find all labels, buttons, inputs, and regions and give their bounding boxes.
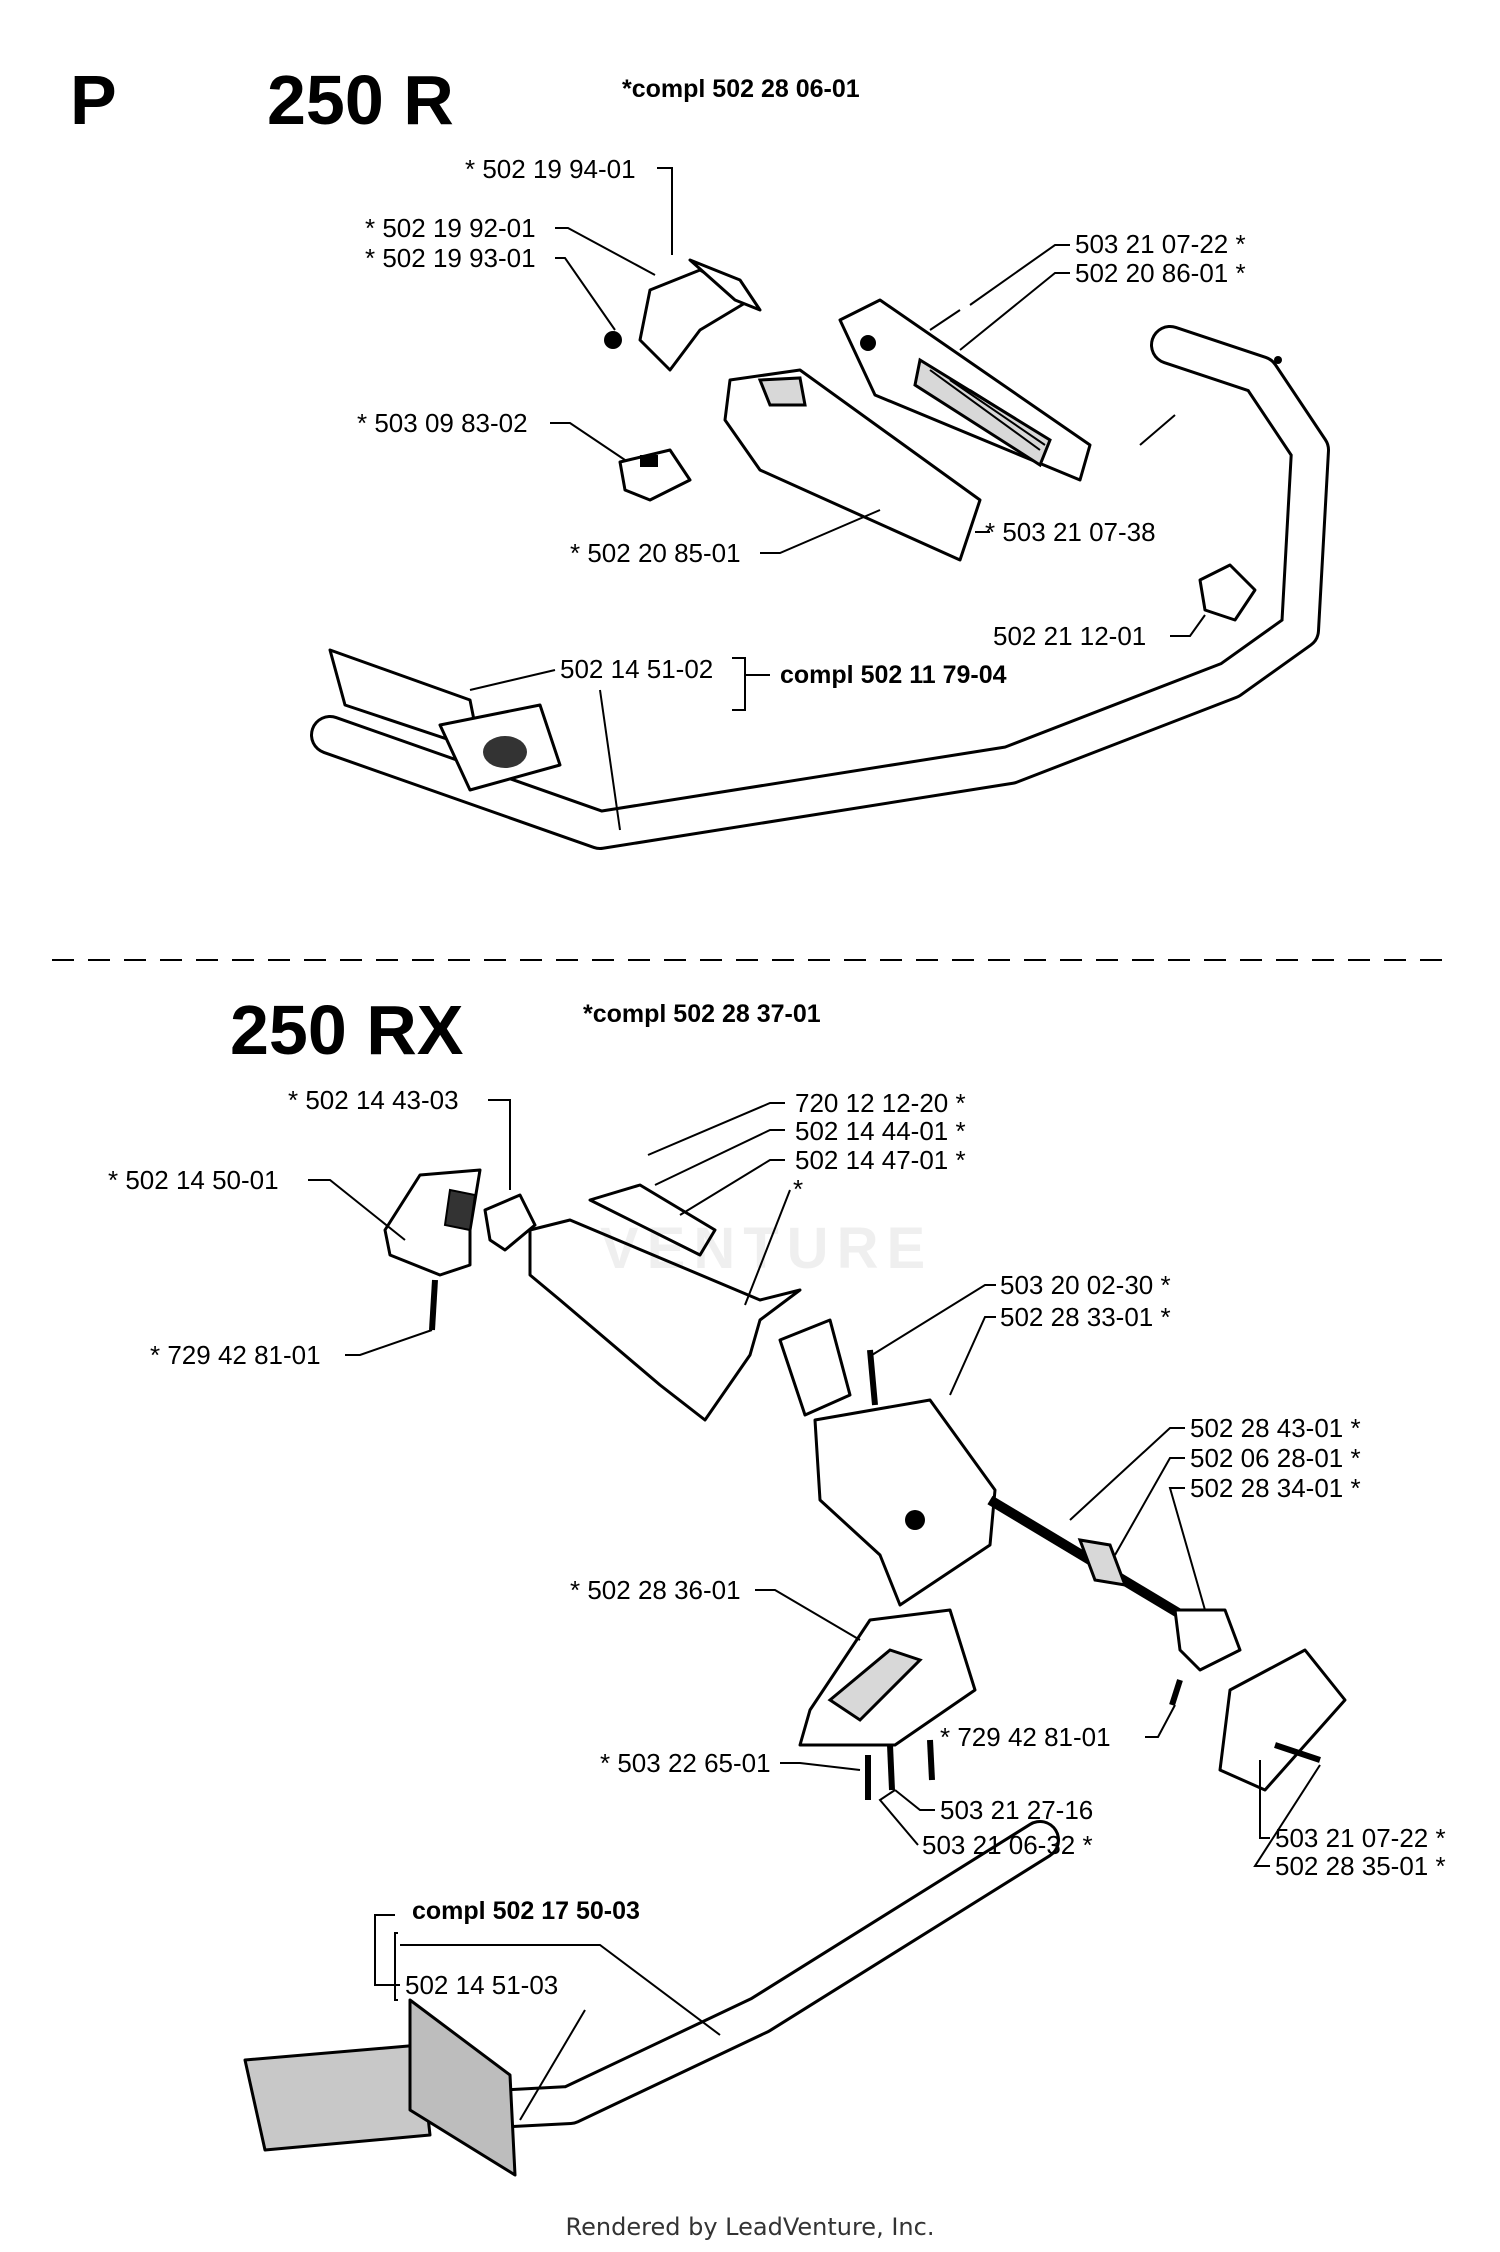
section-title-250r: 250 R (267, 61, 454, 139)
watermark-text: VENTURE (600, 1216, 934, 1281)
screws-250rx (429, 1279, 1321, 1800)
part-label: 503 21 27-16 (940, 1795, 1094, 1825)
cover-502-28-35-01 (1218, 1648, 1347, 1792)
part-label: * 502 19 93-01 (365, 243, 536, 273)
part-label: * 503 22 65-01 (600, 1748, 771, 1778)
handle-bar-502-14-51-03 (243, 1820, 1060, 2177)
throttle-housing-502-28-36-01 (798, 1608, 977, 1747)
handle-grip-502-14-51-02 (328, 648, 562, 792)
part-label: 720 12 12-20 * (795, 1088, 966, 1118)
throttle-handle-lower-502-20-85-01 (723, 368, 982, 562)
cable-clip-502-21-12-01 (1198, 563, 1257, 622)
ratchet-502-14-43-03 (483, 1193, 537, 1252)
part-label: 502 06 28-01 * (1190, 1443, 1361, 1473)
part-label: * 502 14 43-03 (288, 1085, 459, 1115)
part-label: 502 28 34-01 * (1190, 1473, 1361, 1503)
part-label: 503 21 07-22 * (1275, 1823, 1446, 1853)
front-handle-bracket-502-14-50-01 (383, 1168, 482, 1277)
part-label: 502 28 35-01 * (1275, 1851, 1446, 1881)
section-title-250rx: 250 RX (230, 991, 464, 1069)
leader-lines-250rx (308, 1099, 1321, 2121)
part-label: 503 21 06-32 * (922, 1830, 1093, 1860)
footer-credit: Rendered by LeadVenture, Inc. (565, 2213, 935, 2241)
throttle-trigger-parts (604, 258, 762, 372)
part-label: 502 14 47-01 * (795, 1145, 966, 1175)
part-label: * 503 09 83-02 (357, 408, 528, 438)
part-label: 502 14 51-03 (405, 1970, 559, 2000)
stop-switch-503-09-83-02 (618, 448, 692, 502)
kit-number-250r: *compl 502 28 06-01 (622, 75, 860, 103)
throttle-cable-assembly (987, 1495, 1242, 1672)
part-label: * (793, 1174, 804, 1204)
part-label: 502 28 43-01 * (1190, 1413, 1361, 1443)
part-label: * 502 20 85-01 (570, 538, 741, 568)
part-label: * 502 19 92-01 (365, 213, 536, 243)
part-label: * 502 19 94-01 (465, 154, 636, 184)
part-label: 502 20 86-01 * (1075, 258, 1246, 288)
compl-label: compl 502 17 50-03 (412, 1897, 640, 1925)
part-label: 503 21 07-22 * (1075, 229, 1246, 259)
loop-handle-tube (310, 325, 1330, 850)
part-label: 502 28 33-01 * (1000, 1302, 1171, 1332)
part-label: * 502 28 36-01 (570, 1575, 741, 1605)
throttle-handle-upper-502-20-86-01 (838, 298, 1092, 482)
part-label: * 503 21 07-38 (985, 517, 1156, 547)
part-label: 502 14 44-01 * (795, 1116, 966, 1146)
part-label: * 502 14 50-01 (108, 1165, 279, 1195)
part-label: 502 21 12-01 (993, 621, 1147, 651)
part-label: 503 20 02-30 * (1000, 1270, 1171, 1300)
leader-lines-250r (469, 167, 1206, 831)
page-letter: P (70, 61, 117, 139)
part-label: * 729 42 81-01 (940, 1722, 1111, 1752)
part-label: 502 14 51-02 (560, 654, 714, 684)
screws-250r (929, 309, 1176, 446)
part-label: * 729 42 81-01 (150, 1340, 321, 1370)
front-grip-rx (528, 1183, 852, 1422)
kit-number-250rx: *compl 502 28 37-01 (583, 1000, 821, 1028)
clamp-502-28-33-01 (813, 1398, 997, 1607)
compl-label: compl 502 11 79-04 (780, 661, 1007, 689)
